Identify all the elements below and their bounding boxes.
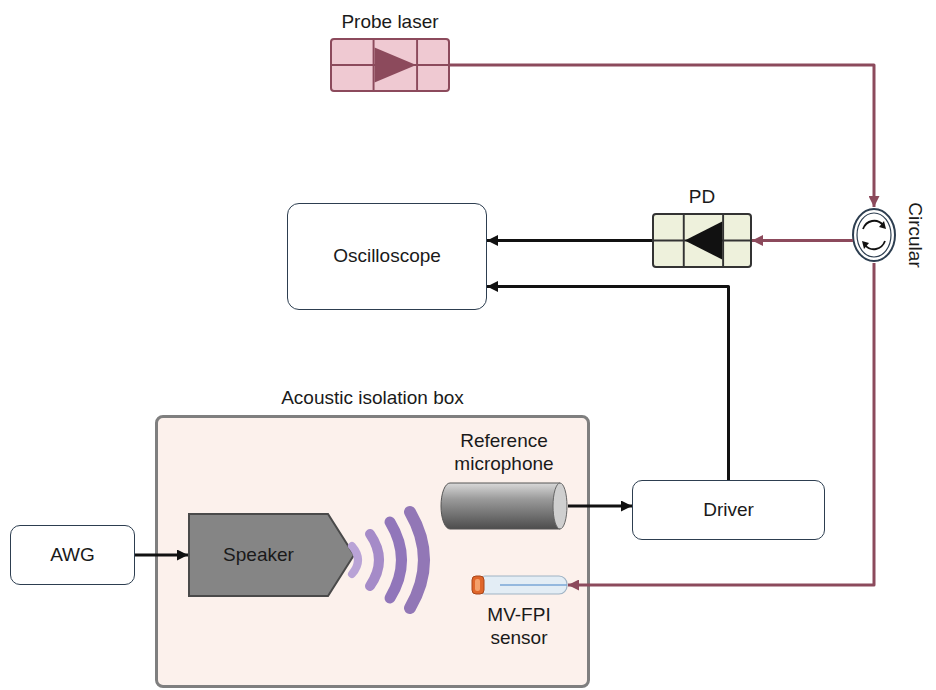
sensor-shape xyxy=(470,574,568,596)
oscilloscope-box: Oscilloscope xyxy=(287,203,487,310)
probe-laser: Probe laser xyxy=(330,38,450,92)
isolation-box: Acoustic isolation boxSpeakerReference m… xyxy=(155,415,590,688)
awg-box: AWG xyxy=(10,525,135,585)
node-label: Speaker xyxy=(223,544,294,567)
node-label: Driver xyxy=(703,499,754,522)
microphone-shape xyxy=(440,482,568,530)
laser-symbol xyxy=(332,40,448,90)
node-label: AWG xyxy=(50,544,95,567)
photodiode: PD xyxy=(652,213,752,268)
signal-cable xyxy=(487,239,652,242)
mv-fpi-sensor: MV-FPI sensor xyxy=(470,574,568,596)
speaker: Speaker xyxy=(188,513,355,597)
node-label: Probe laser xyxy=(341,11,438,34)
reference-microphone: Reference microphone xyxy=(440,482,568,530)
node-label: MV-FPI sensor xyxy=(474,604,564,650)
optical-fiber xyxy=(450,65,874,207)
circulator-symbol xyxy=(851,207,897,263)
optical-fiber xyxy=(568,263,874,585)
node-label: Oscilloscope xyxy=(333,245,441,268)
node-label: Acoustic isolation box xyxy=(158,387,587,410)
node-label: PD xyxy=(689,186,715,209)
node-label: Circular xyxy=(904,202,927,267)
circulator: Circular xyxy=(851,207,897,263)
driver-box: Driver xyxy=(632,480,825,540)
node-label: Reference microphone xyxy=(439,430,569,476)
photodiode-symbol xyxy=(654,215,750,266)
optical-fiber xyxy=(752,239,853,242)
